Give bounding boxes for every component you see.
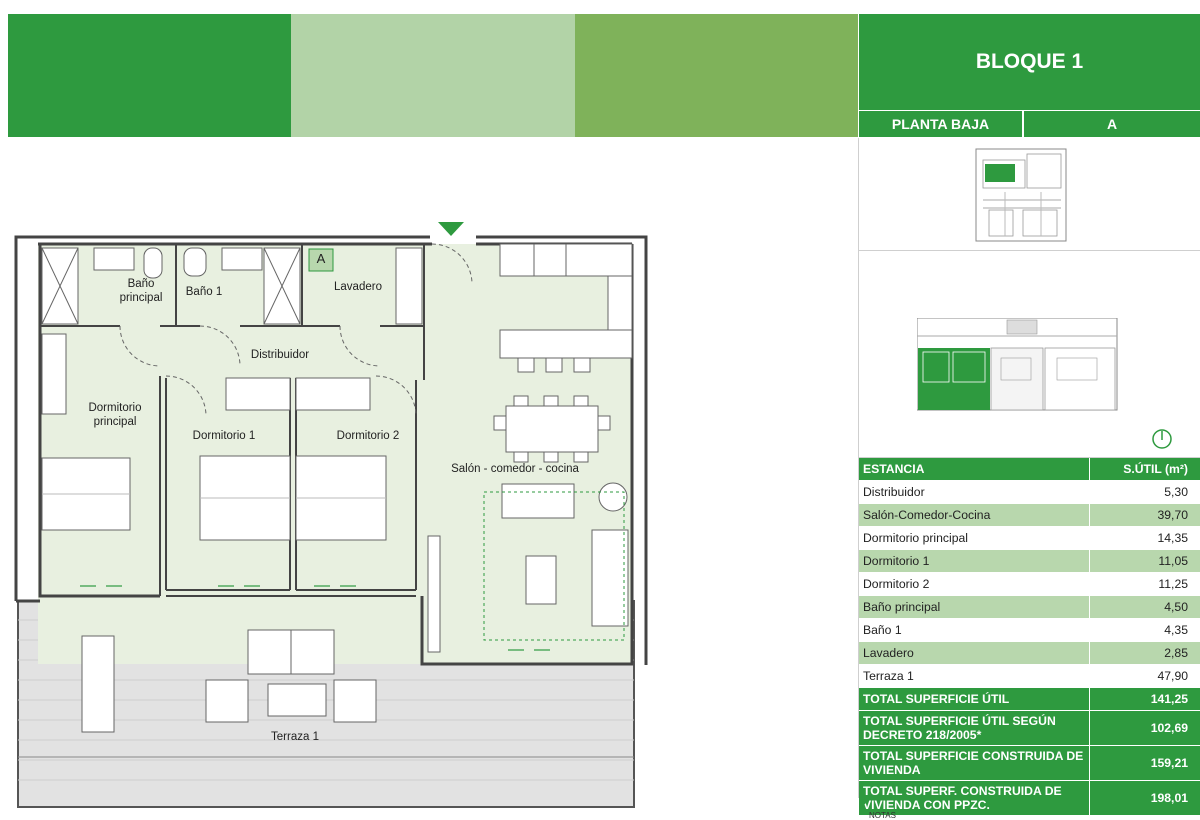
table-row: Dormitorio principal 14,35 [859, 527, 1200, 550]
panel-divider-h2 [858, 457, 1200, 458]
total-label: TOTAL SUPERF. CONSTRUIDA DE VIVIENDA CON… [863, 784, 1062, 812]
block-title: BLOQUE 1 [859, 14, 1200, 110]
table-row: Dormitorio 2 11,25 [859, 573, 1200, 596]
room-name: Dormitorio 1 [863, 554, 930, 568]
room-area: 4,50 [1089, 596, 1200, 618]
room-area: 2,85 [1089, 642, 1200, 664]
header-band-dark [8, 14, 291, 137]
room-label-dormitorio1: Dormitorio 1 [192, 430, 256, 442]
room-area: 11,25 [1089, 573, 1200, 595]
room-name: Salón-Comedor-Cocina [863, 508, 991, 522]
table-row: Lavadero 2,85 [859, 642, 1200, 665]
room-label-lavadero: Lavadero [334, 281, 382, 293]
room-name: Baño principal [863, 600, 941, 614]
area-column-header: S.ÚTIL (m²) [1089, 458, 1200, 480]
header-band-light [291, 14, 575, 137]
total-label: TOTAL SUPERFICIE ÚTIL SEGÚN DECRETO 218/… [863, 714, 1056, 742]
total-label: TOTAL SUPERFICIE CONSTRUIDA DE VIVIENDA [863, 749, 1084, 777]
entrance-marker-icon [438, 222, 464, 236]
floor-location-thumbnail [917, 318, 1118, 411]
notes-label: NOTAS [869, 811, 896, 820]
room-area: 47,90 [1089, 665, 1200, 687]
table-row: Baño principal 4,50 [859, 596, 1200, 619]
table-row: Dormitorio 1 11,05 [859, 550, 1200, 573]
room-area: 14,35 [1089, 527, 1200, 549]
total-value: 159,21 [1089, 746, 1200, 780]
floor-plan [14, 222, 648, 808]
room-label-salon: Salón - comedor - cocina [451, 463, 579, 475]
room-area: 39,70 [1089, 504, 1200, 526]
room-label-distribuidor: Distribuidor [250, 349, 310, 361]
room-name: Lavadero [863, 646, 914, 660]
total-row: TOTAL SUPERFICIE ÚTIL SEGÚN DECRETO 218/… [859, 711, 1200, 746]
table-row: Baño 1 4,35 [859, 619, 1200, 642]
room-column-header: ESTANCIA [863, 462, 925, 476]
total-value: 141,25 [1089, 688, 1200, 710]
header-band-mid [575, 14, 858, 137]
room-name: Dormitorio 2 [863, 577, 930, 591]
table-row: Salón-Comedor-Cocina 39,70 [859, 504, 1200, 527]
surface-table-header: ESTANCIA S.ÚTIL (m²) [859, 458, 1200, 481]
total-value: 102,69 [1089, 711, 1200, 745]
north-compass-icon [1152, 429, 1172, 449]
room-label-dormitorio2: Dormitorio 2 [336, 430, 400, 442]
total-row: TOTAL SUPERF. CONSTRUIDA DE VIVIENDA CON… [859, 781, 1200, 816]
table-row: Distribuidor 5,30 [859, 481, 1200, 504]
room-name: Distribuidor [863, 485, 925, 499]
unit-marker: A [316, 251, 326, 266]
room-label-terraza: Terraza 1 [271, 731, 319, 743]
room-label-dormitorio-principal: Dormitorio principal [88, 402, 142, 428]
room-label-bano1: Baño 1 [185, 286, 223, 298]
room-area: 11,05 [1089, 550, 1200, 572]
room-label-bano-principal: Baño principal [119, 278, 163, 304]
corner-marker-icon [859, 796, 873, 810]
room-area: 5,30 [1089, 481, 1200, 503]
room-name: Baño 1 [863, 623, 902, 637]
room-name: Dormitorio principal [863, 531, 968, 545]
panel-divider [858, 138, 859, 798]
room-area: 4,35 [1089, 619, 1200, 641]
floor-label: PLANTA BAJA [859, 111, 1022, 137]
total-value: 198,01 [1089, 781, 1200, 815]
room-name: Terraza 1 [863, 669, 914, 683]
total-label: TOTAL SUPERFICIE ÚTIL [863, 692, 1010, 706]
building-location-thumbnail [975, 148, 1067, 242]
panel-divider-h1 [858, 250, 1200, 251]
total-row: TOTAL SUPERFICIE ÚTIL 141,25 [859, 688, 1200, 711]
unit-label: A [1024, 111, 1200, 137]
table-row: Terraza 1 47,90 [859, 665, 1200, 688]
surface-table: ESTANCIA S.ÚTIL (m²) Distribuidor 5,30 Sa… [859, 458, 1200, 816]
